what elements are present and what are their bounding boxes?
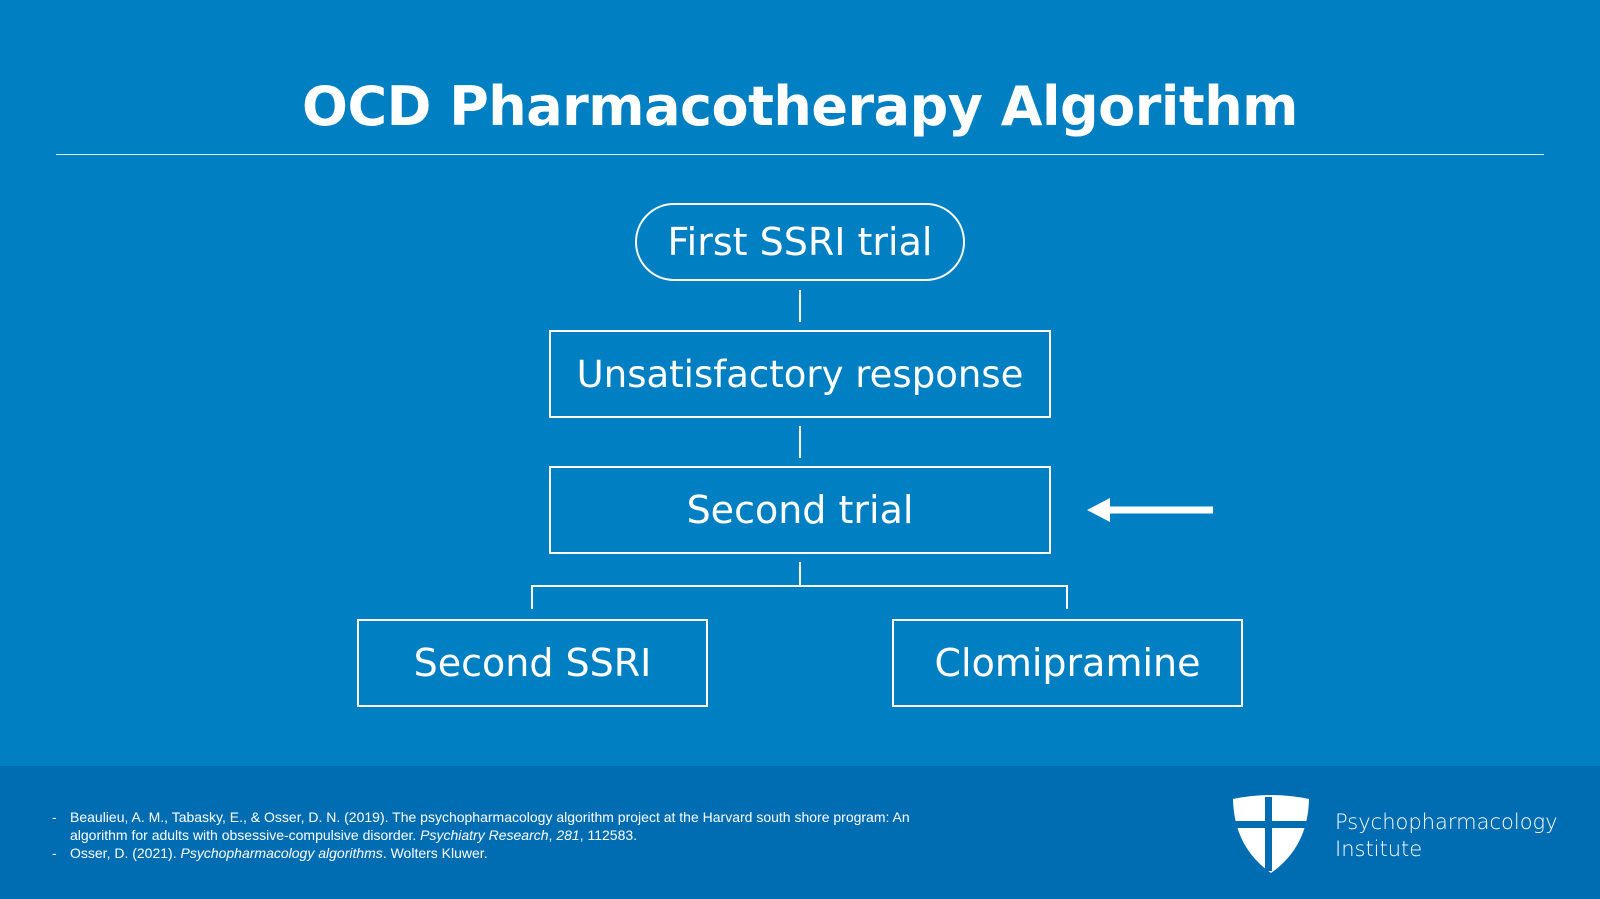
node-unsatisfactory-response: Unsatisfactory response (549, 330, 1051, 418)
bullet-dash: - (52, 809, 57, 825)
footer-bar (0, 766, 1600, 899)
title-divider (56, 154, 1544, 155)
bullet-dash: - (52, 845, 57, 861)
reference-journal: Psychiatry Research (420, 827, 549, 843)
slide-title: OCD Pharmacotherapy Algorithm (302, 75, 1298, 138)
node-second-ssri: Second SSRI (357, 619, 708, 707)
brand-name: Psychopharmacology Institute (1335, 809, 1558, 863)
reference-journal: Psychopharmacology algorithms (180, 845, 383, 861)
reference-item: - Osser, D. (2021). Psychopharmacology a… (52, 844, 912, 862)
reference-text: Beaulieu, A. M., Tabasky, E., & Osser, D… (70, 809, 910, 843)
references-list: - Beaulieu, A. M., Tabasky, E., & Osser,… (52, 808, 912, 862)
reference-tail: . Wolters Kluwer. (382, 845, 488, 861)
reference-sep: , (548, 827, 557, 843)
reference-tail: , 112583. (579, 827, 638, 843)
node-second-trial: Second trial (549, 466, 1051, 554)
node-first-ssri-trial: First SSRI trial (635, 203, 965, 281)
reference-item: - Beaulieu, A. M., Tabasky, E., & Osser,… (52, 808, 912, 844)
reference-volume: 281 (556, 827, 580, 843)
node-clomipramine: Clomipramine (892, 619, 1243, 707)
shield-cross-icon (1233, 795, 1309, 873)
left-arrow-icon (1087, 498, 1213, 522)
brand-line-1: Psychopharmacology (1335, 810, 1558, 834)
brand-line-2: Institute (1335, 837, 1423, 861)
reference-text: Osser, D. (2021). (70, 845, 181, 861)
connector-branch (531, 585, 1068, 609)
